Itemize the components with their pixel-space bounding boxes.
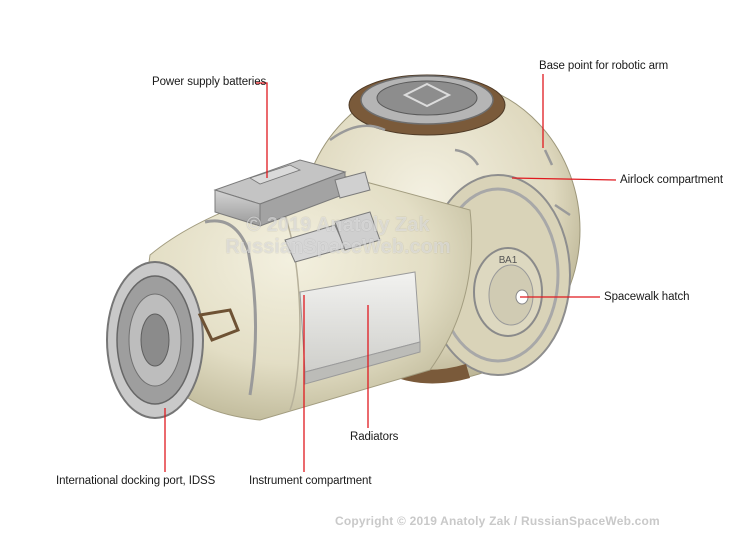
hatch-marking: ВА1 — [499, 255, 518, 266]
robotic-arm-base-port — [348, 74, 506, 136]
label-instrument-compartment: Instrument compartment — [249, 475, 372, 487]
leader-airlock — [511, 177, 617, 181]
watermark-line-1: © 2019 Anatoly Zak — [246, 214, 430, 236]
spacewalk-hatch: ВА1 — [473, 247, 543, 337]
watermark-line-2: RussianSpaceWeb.com — [225, 236, 451, 258]
label-robotic-arm-base: Base point for robotic arm — [539, 60, 669, 72]
radiators — [299, 271, 421, 385]
label-international-docking-port: International docking port, IDSS — [56, 475, 216, 487]
image-watermark: © 2019 Anatoly Zak RussianSpaceWeb.com — [198, 214, 478, 258]
label-power-supply-batteries: Power supply batteries — [152, 76, 267, 88]
copyright-notice: Copyright © 2019 Anatoly Zak / RussianSp… — [335, 514, 660, 528]
label-radiators: Radiators — [350, 431, 399, 443]
power-batteries — [213, 159, 381, 263]
leader-power — [255, 82, 268, 178]
label-spacewalk-hatch: Spacewalk hatch — [604, 291, 690, 303]
handrails — [329, 124, 571, 217]
label-airlock-compartment: Airlock compartment — [620, 174, 723, 186]
idss-docking-port — [106, 261, 240, 419]
leader-lines — [164, 74, 617, 472]
